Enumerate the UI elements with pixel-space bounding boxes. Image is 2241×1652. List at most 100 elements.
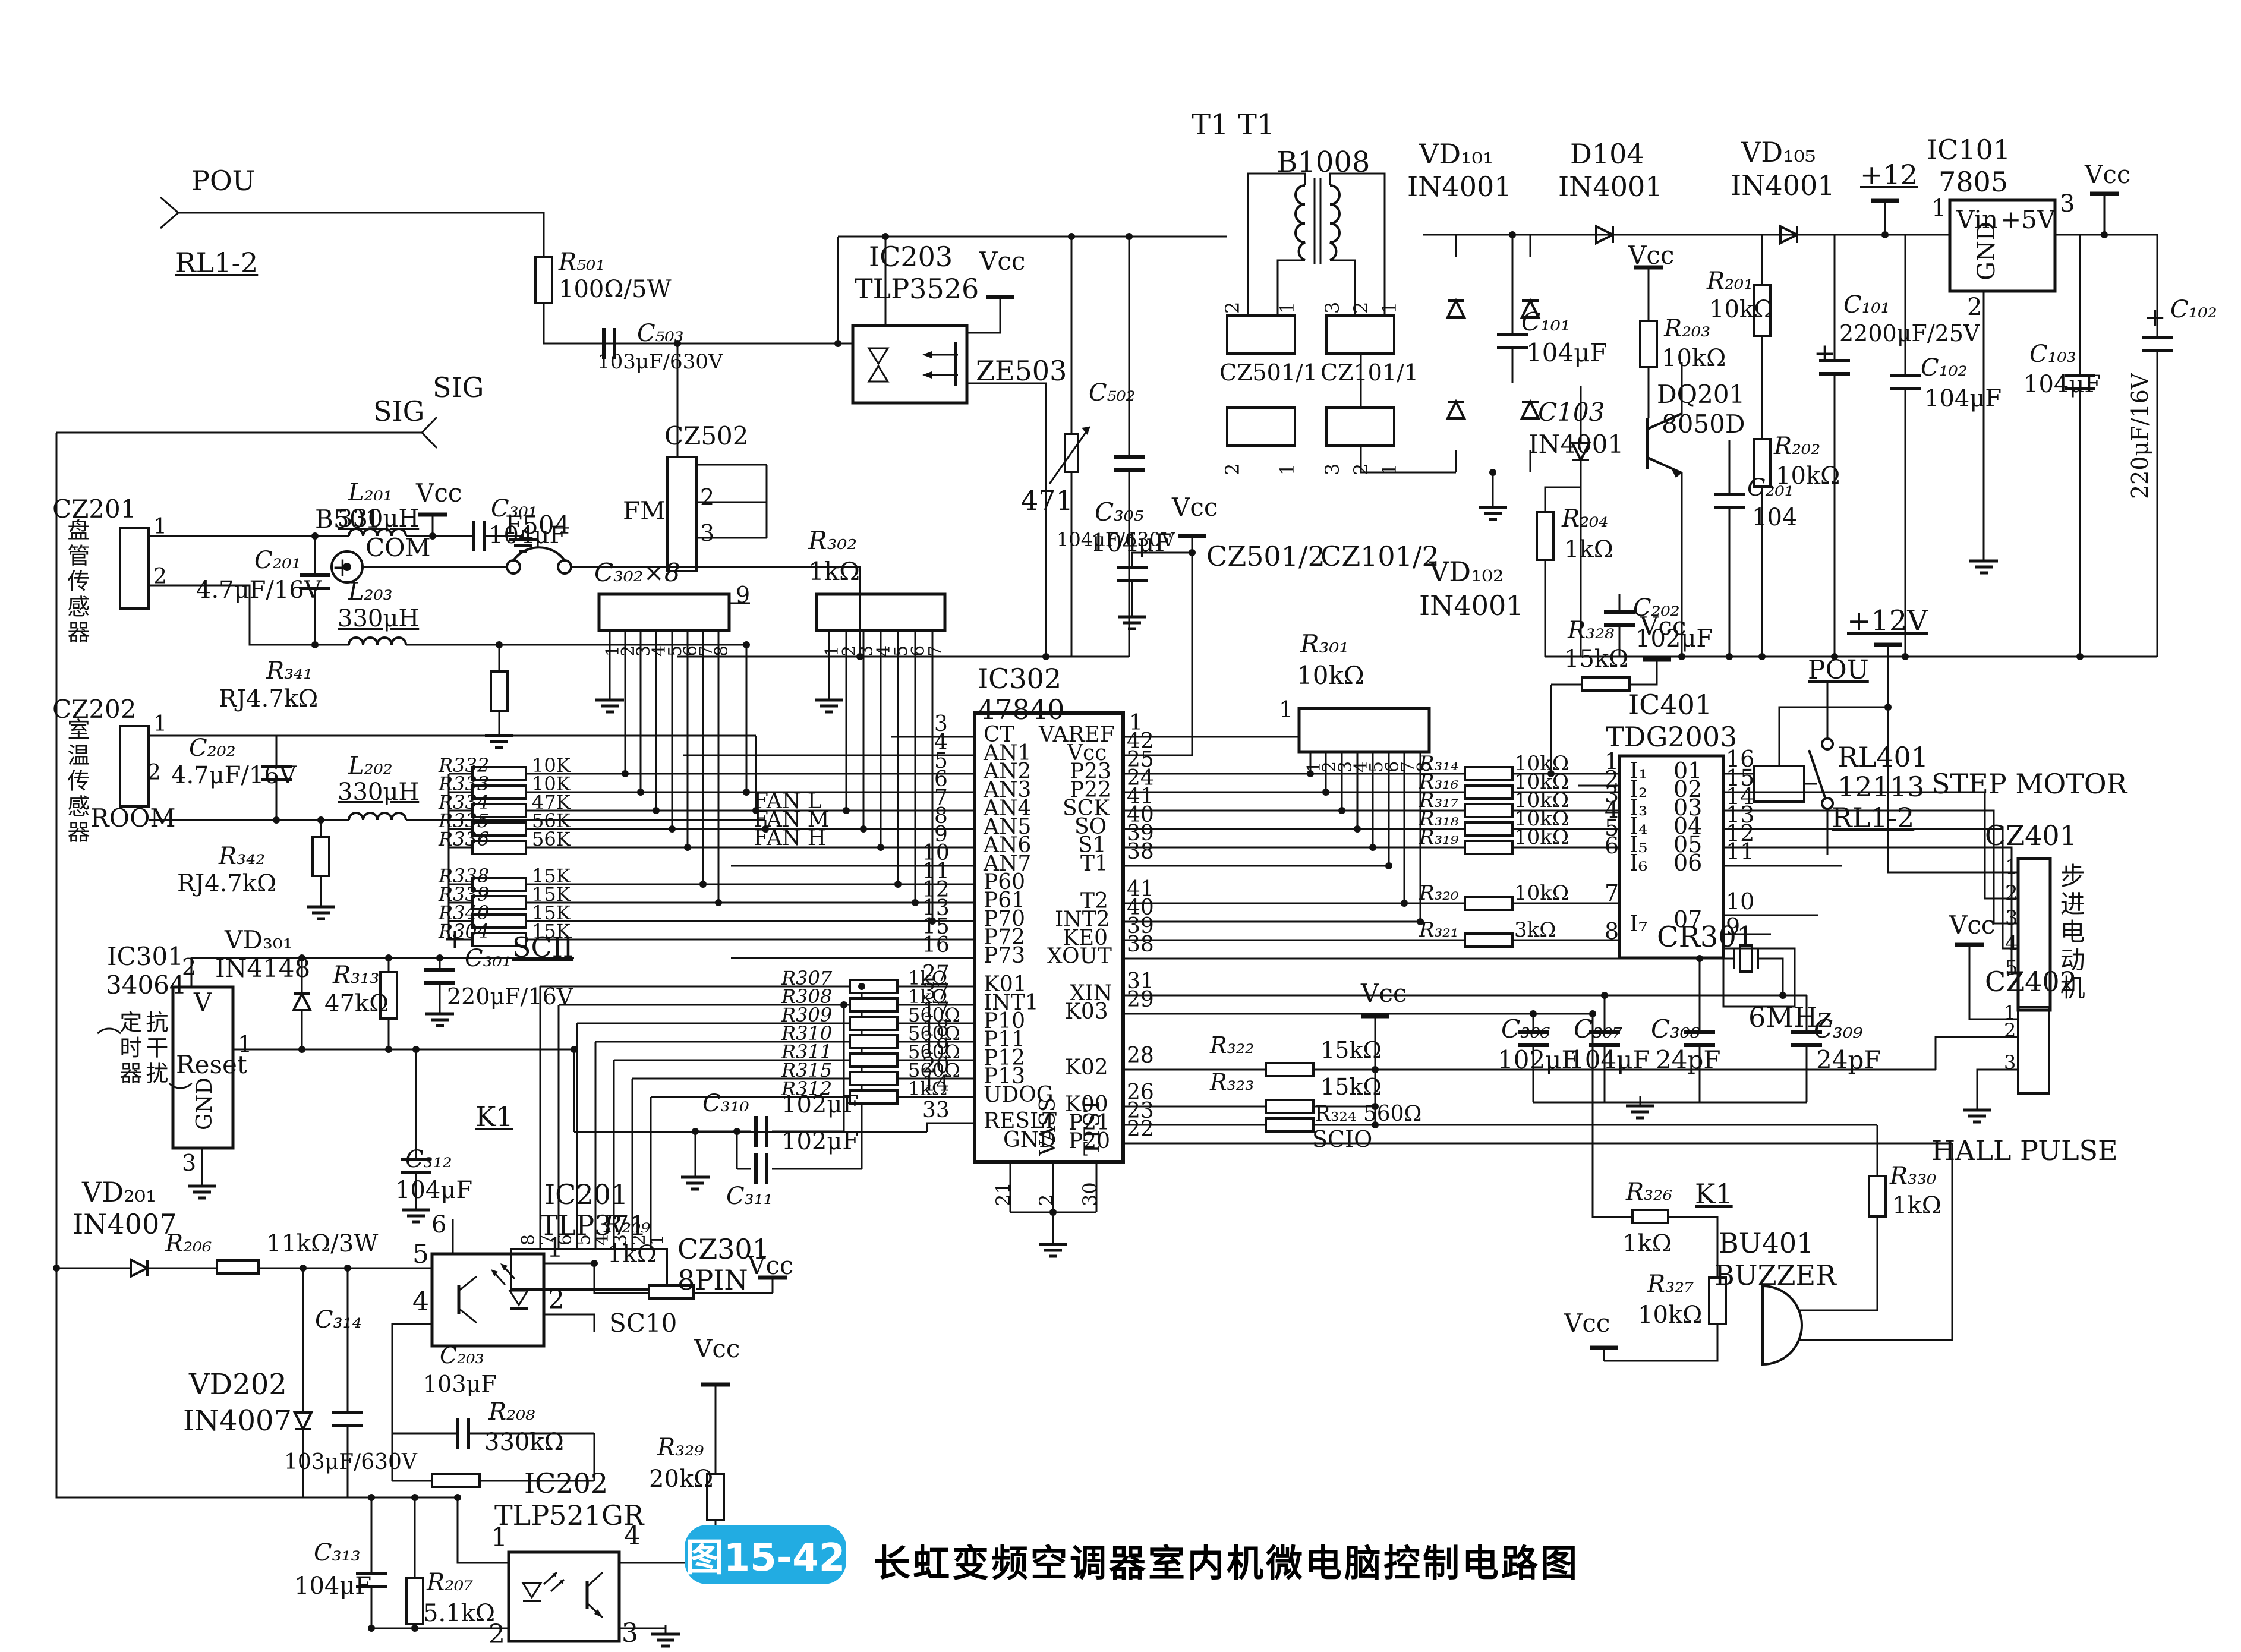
fanm-label: FAN M <box>754 808 830 832</box>
ic401-o1: 01 <box>1673 758 1703 784</box>
r301-label: R₃₀₁ <box>1300 629 1350 658</box>
r317-value: 10kΩ <box>1514 789 1569 812</box>
c308-label: C₃₀₈ <box>1651 1014 1700 1043</box>
cr301-label: CR301 <box>1657 920 1755 954</box>
r318-label: R₃₁₈ <box>1419 807 1459 831</box>
c103x-label: C103 <box>1538 398 1605 427</box>
ic401-n4: 4 <box>1605 797 1619 823</box>
ic302-rn11: 39 <box>1127 914 1154 938</box>
ic201-pin1: 1 <box>547 1233 563 1263</box>
ic401-i6: I₆ <box>1629 850 1648 876</box>
gnd7805-label: GND <box>1973 221 2000 280</box>
r201-label: R₂₀₁ <box>1707 267 1754 295</box>
r320-label: R₃₂₀ <box>1419 881 1459 905</box>
ic302-ln21: 33 <box>922 1098 950 1123</box>
r316-label: R₃₁₆ <box>1419 770 1459 794</box>
ic302-ln12: 15 <box>922 915 950 939</box>
ic302-rl9: T2 <box>1080 889 1108 913</box>
r339-value: 15K <box>532 883 571 906</box>
r207-label: R₂₀₇ <box>427 1569 474 1596</box>
ic401-i2: I₂ <box>1629 776 1648 802</box>
r340-label: R340 <box>439 901 490 924</box>
ic302-rn13: 31 <box>1127 969 1154 994</box>
tlp371-label: TLP371 <box>540 1209 647 1241</box>
c103x-value: IN4001 <box>1528 430 1624 459</box>
ic401-n3: 3 <box>1605 781 1619 808</box>
r311-value: 560Ω <box>908 1041 960 1063</box>
l203-value: 330μH <box>338 605 420 632</box>
c203-value: 103μF <box>423 1371 497 1397</box>
r339-label: R339 <box>439 883 490 906</box>
c102b-label: C₁₀₂ <box>2170 296 2217 323</box>
ic401-i1: I₁ <box>1629 758 1648 784</box>
ic302-rn15: 28 <box>1127 1043 1154 1068</box>
k1a-label: K1 <box>475 1101 513 1133</box>
pin3-7805: 3 <box>2060 190 2075 217</box>
ic302-rn9: 41 <box>1127 877 1154 901</box>
r323-label: R₃₂₃ <box>1210 1069 1255 1095</box>
ic301-gnd: GND <box>193 1077 217 1130</box>
c102a-label: C₁₀₂ <box>1921 354 1968 382</box>
ic302-rn12: 38 <box>1127 932 1154 957</box>
vcc-r328: Vcc <box>1640 611 1687 641</box>
cz402-p2: 2 <box>2004 1019 2016 1042</box>
anti-label: 抗干扰 <box>141 1010 168 1087</box>
vcc-cz402: Vcc <box>1949 910 1996 940</box>
ic302-ln11: 13 <box>922 896 950 920</box>
pou-label: POU <box>191 165 256 197</box>
cz401-p4: 4 <box>2005 931 2018 955</box>
r342-label: R₃₄₂ <box>219 843 266 870</box>
c309-label: C₃₀₉ <box>1814 1014 1863 1043</box>
ic302-rl3: P23 <box>1070 759 1112 784</box>
ic302-rl14: K03 <box>1065 1000 1108 1024</box>
rl12-label: RL1-2 <box>175 247 259 279</box>
r327-label: R₃₂₇ <box>1647 1270 1694 1298</box>
ic302-gnd: GND <box>1003 1128 1057 1152</box>
r322-value: 15kΩ <box>1320 1037 1382 1063</box>
vcc-7805: Vcc <box>2085 160 2131 189</box>
cz101-2-label: CZ101/2 <box>1320 540 1439 572</box>
ic301-pin1: 1 <box>238 1031 253 1057</box>
cz401-p5: 5 <box>2005 956 2018 980</box>
ic302-ln16: 17 <box>922 998 950 1023</box>
vcc-pullup: Vcc <box>1361 979 1407 1008</box>
c302-pin9: 9 <box>736 582 751 608</box>
vin-label: Vin <box>1956 205 1999 234</box>
c301b-plus: + <box>443 922 467 954</box>
ic302-rn14: 29 <box>1127 988 1154 1012</box>
tx-p1a: 1 <box>1276 301 1298 314</box>
r307-value: 1kΩ <box>908 967 948 989</box>
c101b-label: C₁₀₁ <box>1843 291 1890 319</box>
ic302-ln3: 5 <box>934 749 948 773</box>
l203-label: L₂₀₃ <box>348 578 393 606</box>
r209-value: 1kΩ <box>607 1241 657 1268</box>
cz401-p1: 1 <box>2005 855 2018 879</box>
r207-value: 5.1kΩ <box>423 1600 496 1627</box>
ic401-i7: I₇ <box>1629 910 1648 937</box>
r302-value: 1kΩ <box>808 557 860 586</box>
rl401-value: 12113 <box>1837 771 1925 803</box>
ic302-rl5: SCK <box>1063 796 1110 821</box>
r316-value: 10kΩ <box>1514 770 1569 794</box>
mhz-label: 6MHz <box>1748 1001 1832 1033</box>
ic302-bn1: 21 <box>992 1182 1014 1206</box>
c202b-label: C₂₀₂ <box>1633 594 1680 622</box>
paren-open: （ <box>93 1010 122 1038</box>
c103b-value: 104μF <box>2023 371 2101 398</box>
ic401-m15: 15 <box>1726 765 1755 791</box>
r201-value: 10kΩ <box>1709 296 1774 323</box>
r332-value: 10K <box>532 754 571 777</box>
ic302-rl18: P20 <box>1069 1129 1111 1153</box>
ic201-pin6: 6 <box>431 1211 447 1238</box>
dq201-label: DQ201 <box>1657 380 1745 409</box>
c203-label: C₂₀₃ <box>440 1342 484 1369</box>
ic302-rn3: 25 <box>1127 748 1154 772</box>
vd301-value: IN4148 <box>215 954 311 983</box>
vcc-ic203: Vcc <box>979 247 1026 276</box>
stepmotor-label: STEP MOTOR <box>1931 768 2127 800</box>
r338-value: 15K <box>532 865 571 887</box>
ic201-label: IC201 <box>544 1178 629 1210</box>
cz301-label: CZ301 <box>677 1233 770 1265</box>
r311-label: R311 <box>781 1041 833 1063</box>
